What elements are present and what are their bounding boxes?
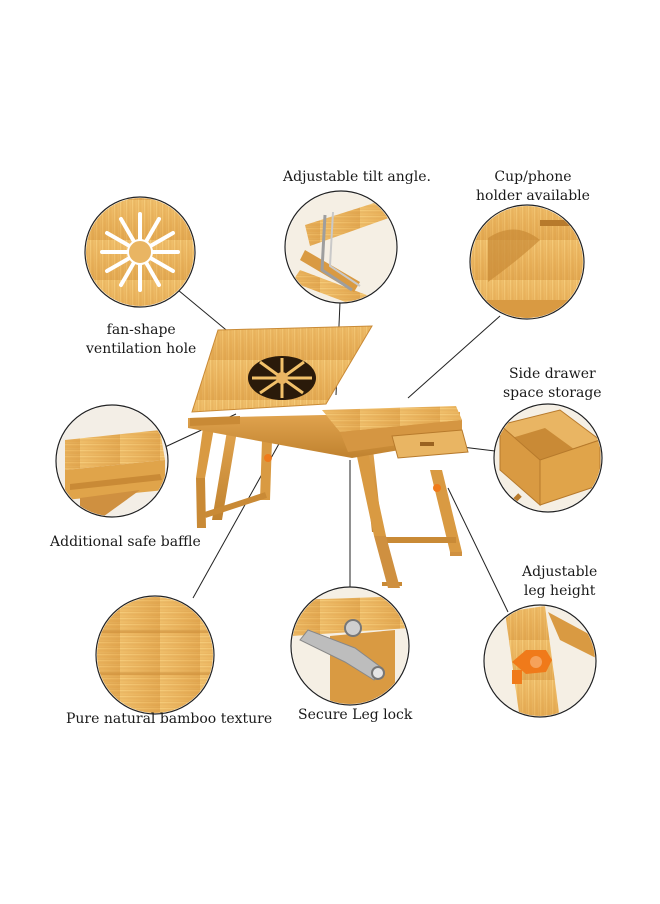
label-fan-line2: ventilation hole — [86, 341, 197, 357]
label-leg-lock: Secure Leg lock — [298, 706, 412, 725]
label-safe-baffle: Additional safe baffle — [50, 533, 201, 552]
label-fan-vent: fan-shape ventilation hole — [86, 321, 196, 359]
label-leg-line1: Adjustable — [522, 564, 598, 580]
safe-baffle-detail — [55, 404, 169, 518]
label-fan-line1: fan-shape — [106, 322, 176, 338]
orange-adjust-knob — [512, 650, 552, 684]
label-cup-line1: Cup/phone — [494, 169, 572, 185]
label-tilt-angle: Adjustable tilt angle. — [283, 168, 431, 187]
fan-vent-on-table — [248, 356, 316, 400]
label-leg-height: Adjustable leg height — [522, 563, 597, 601]
fan-vent-detail — [84, 196, 196, 308]
label-texture-line1: Pure natural bamboo texture — [66, 711, 273, 727]
leader-drawer — [461, 446, 496, 452]
leader-cup — [407, 315, 501, 399]
leg-lock-detail — [290, 586, 410, 706]
bamboo-texture-detail — [95, 595, 215, 715]
label-drawer-line1: Side drawer — [508, 366, 596, 382]
label-tilt-line1: Adjustable tilt angle. — [283, 169, 431, 185]
label-cup-holder: Cup/phone holder available — [476, 168, 590, 206]
leg-height-detail — [483, 604, 597, 718]
label-bamboo-texture: Pure natural bamboo texture — [66, 710, 272, 729]
label-baffle-line1: Additional safe baffle — [50, 534, 201, 550]
label-side-drawer: Side drawer space storage — [503, 365, 602, 403]
label-drawer-line2: space storage — [503, 385, 602, 401]
cup-holder-detail — [469, 204, 585, 320]
label-lock-line1: Secure Leg lock — [298, 707, 413, 723]
leader-texture — [192, 423, 291, 599]
label-leg-line2: leg height — [523, 583, 596, 599]
side-drawer-detail — [493, 403, 603, 513]
label-cup-line2: holder available — [476, 188, 590, 204]
bamboo-laptop-table — [188, 325, 469, 588]
tilt-angle-detail — [284, 190, 398, 304]
leader-leg — [447, 487, 509, 613]
